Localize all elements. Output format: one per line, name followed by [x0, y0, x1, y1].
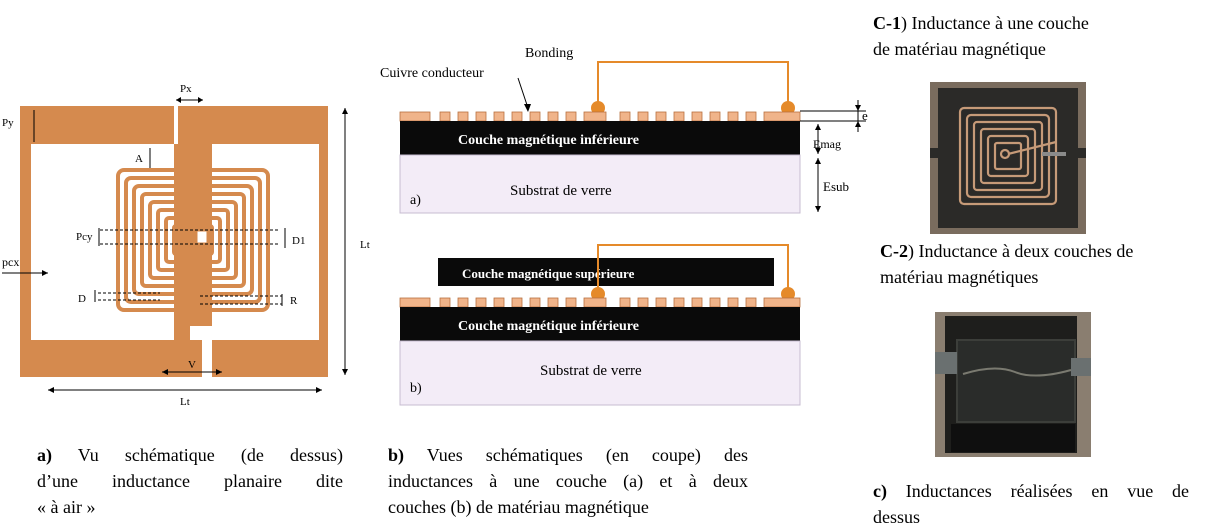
c2-line1: ) Inductance à deux couches de [908, 241, 1134, 261]
label-esub: Esub [823, 179, 849, 194]
c1-tag: C-1 [873, 13, 901, 33]
caption-a: a) Vu schématique (de dessus) d’une indu… [37, 442, 343, 520]
label-e: e [862, 108, 868, 123]
label-couche-sup-b: Couche magnétique supérieure [462, 266, 635, 281]
caption-b: b) Vues schématiques (en coupe) des indu… [388, 442, 748, 520]
caption-c-line2: dessus [873, 507, 921, 527]
top-pad [178, 106, 202, 144]
label-couche-inf-a: Couche magnétique inférieure [458, 133, 639, 148]
c1-line1: ) Inductance à une couche [901, 13, 1089, 33]
caption-b-line3: couches (b) de matériau magnétique [388, 497, 649, 517]
label-substrat-b: Substrat de verre [540, 363, 642, 379]
caption-c-line1: Inductances réalisées en vue de [886, 481, 1189, 501]
label-couche-inf-b: Couche magnétique inférieure [458, 319, 639, 334]
c1-line2: de matériau magnétique [873, 39, 1046, 59]
substrate-a [399, 154, 801, 214]
photo-c2 [935, 312, 1091, 457]
bonding-wire-a [597, 61, 789, 102]
dim-py: Py [2, 117, 14, 129]
label-emag: Emag [813, 137, 841, 151]
c2-line2: matériau magnétiques [880, 267, 1039, 287]
dim-d: D [78, 293, 86, 305]
caption-c: c) Inductances réalisées en vue de dessu… [873, 478, 1189, 530]
copper-segments-b [399, 297, 801, 308]
bottom-pad [178, 340, 202, 377]
caption-b-line2: inductances à une couche (a) et à deux [388, 471, 748, 491]
caption-c2: C-2) Inductance à deux couches de matéri… [880, 238, 1226, 290]
label-sub-b-tag: b) [410, 381, 422, 396]
dim-a: A [135, 153, 143, 165]
label-substrat-a: Substrat de verre [510, 183, 612, 199]
photo-c1 [930, 82, 1086, 234]
caption-c-tag: c) [873, 481, 887, 501]
dim-d1: D1 [292, 235, 305, 247]
magnetic-layer-lower-a [400, 121, 800, 155]
bonding-wire-b [597, 244, 789, 292]
spiral-winding [116, 168, 270, 312]
caption-a-line2: d’une inductance planaire dite [37, 471, 343, 491]
magnetic-layer-upper-b [438, 258, 774, 286]
caption-a-line3: « à air » [37, 497, 96, 517]
dim-r: R [290, 295, 298, 307]
dim-px: Px [180, 83, 192, 95]
substrate-b [399, 340, 801, 406]
caption-b-tag: b) [388, 445, 405, 465]
panel-a-schematic: Px Py A Pcy pcx D1 D R V Lt Lt [2, 83, 370, 408]
magnetic-layer-lower-b [400, 307, 800, 341]
copper-segments-a [399, 111, 801, 122]
dim-v: V [188, 359, 196, 371]
caption-a-tag: a) [37, 445, 52, 465]
panel-b-schematic: Bonding Cuivre conducteur Couche magnéti… [380, 46, 868, 406]
dim-lt-right: Lt [360, 239, 370, 251]
dim-pcx: pcx [2, 255, 19, 269]
c2-tag: C-2 [880, 241, 908, 261]
label-sub-a-tag: a) [410, 193, 421, 208]
caption-a-line1: Vu schématique (de dessus) [52, 445, 343, 465]
label-cuivre: Cuivre conducteur [380, 66, 484, 81]
caption-b-line1: Vues schématiques (en coupe) des [404, 445, 748, 465]
dim-lt-bottom: Lt [180, 396, 190, 408]
caption-c1: C-1) Inductance à une couche de matériau… [873, 10, 1223, 62]
label-bonding: Bonding [525, 46, 573, 61]
dim-pcy: Pcy [76, 231, 93, 243]
